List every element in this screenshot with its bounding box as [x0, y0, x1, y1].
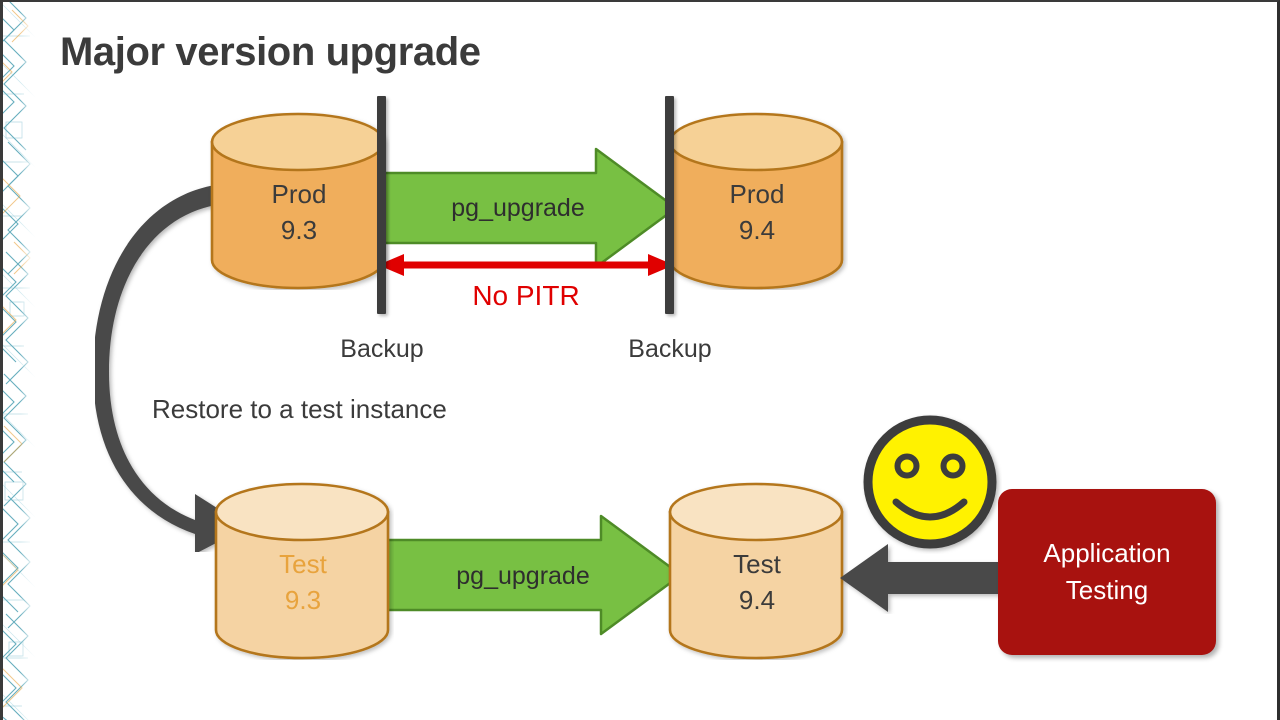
no-pitr-double-arrow [378, 254, 674, 276]
smiley-face-icon [863, 415, 997, 549]
slide-left-border [0, 2, 3, 720]
backup-bar-left [377, 96, 386, 314]
restore-instance-label: Restore to a test instance [152, 394, 447, 424]
application-testing-box: Application Testing [998, 489, 1216, 655]
page-title: Major version upgrade [60, 30, 481, 74]
pg-upgrade-arrow-bottom [383, 514, 683, 636]
prod-93-cylinder [210, 112, 386, 290]
application-testing-line2: Testing [1065, 575, 1149, 605]
application-testing-arrow [840, 544, 1012, 612]
application-testing-line1: Application [1043, 538, 1171, 569]
no-pitr-label: No PITR [472, 280, 580, 311]
test-94-cylinder [668, 482, 844, 660]
application-testing-label: Application Testing [1043, 535, 1170, 609]
backup-label-left: Backup [340, 335, 424, 363]
test-93-cylinder [214, 482, 390, 660]
backup-label-right: Backup [628, 335, 712, 363]
prod-94-cylinder [668, 112, 844, 290]
pg-upgrade-arrow-top [378, 147, 678, 269]
backup-bar-right [665, 96, 674, 314]
